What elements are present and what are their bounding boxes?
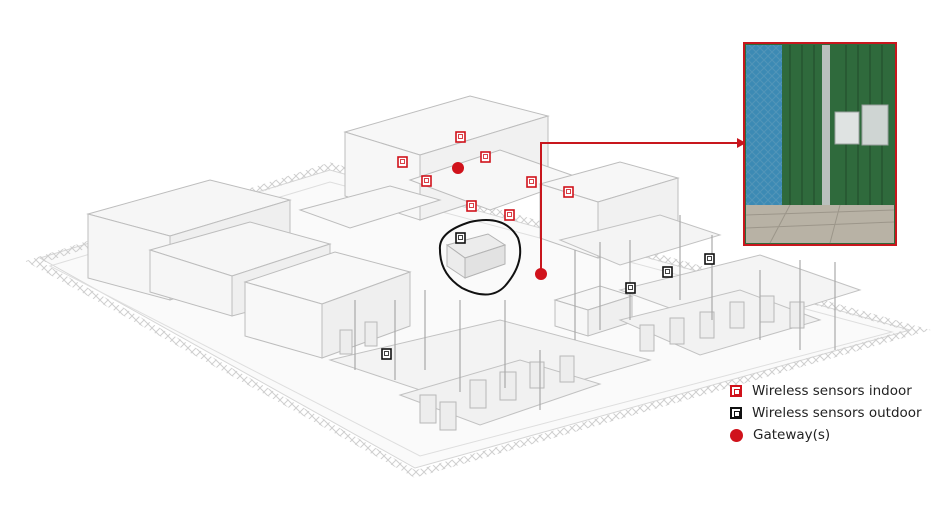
inset-photo [743, 42, 897, 246]
indoor-sensor-icon [730, 385, 742, 397]
legend-label: Wireless sensors indoor [752, 383, 912, 399]
outdoor-sensor-icon [455, 232, 466, 244]
outdoor-sensor-icon [625, 282, 636, 294]
gateways [452, 162, 547, 280]
indoor-sensor-icon [504, 209, 515, 221]
callout-line [540, 142, 738, 274]
pylons [354, 215, 836, 410]
outdoor-sensor-icon [704, 253, 715, 265]
legend-item-indoor: Wireless sensors indoor [730, 380, 945, 402]
outdoor-sensor-icon [730, 407, 742, 419]
outdoor-sensor-icon [381, 348, 392, 360]
indoor-sensors [397, 131, 574, 221]
highlight-outline [438, 219, 522, 296]
main-building [298, 95, 582, 229]
outdoor-sensors [381, 232, 715, 360]
transformer-equipment [339, 295, 805, 431]
indoor-sensor-icon [397, 156, 408, 168]
battery-container [445, 233, 507, 279]
outdoor-sensor-icon [662, 266, 673, 278]
legend: Wireless sensors indoor Wireless sensors… [730, 380, 945, 446]
legend-label: Gateway(s) [753, 427, 831, 443]
callout-arrow-icon [737, 138, 746, 148]
indoor-sensor-icon [466, 200, 477, 212]
indoor-sensor-icon [480, 151, 491, 163]
gateway-dot-icon [452, 162, 464, 174]
indoor-sensor-icon [455, 131, 466, 143]
small-building [553, 285, 634, 337]
gateway-dot-icon [730, 428, 743, 442]
indoor-sensor-icon [563, 186, 574, 198]
gateway-dot-icon [535, 268, 547, 280]
legend-item-gateway: Gateway(s) [730, 424, 945, 446]
indoor-sensor-icon [526, 176, 537, 188]
legend-label: Wireless sensors outdoor [752, 405, 922, 421]
indoor-sensor-icon [421, 175, 432, 187]
legend-item-outdoor: Wireless sensors outdoor [730, 402, 945, 424]
